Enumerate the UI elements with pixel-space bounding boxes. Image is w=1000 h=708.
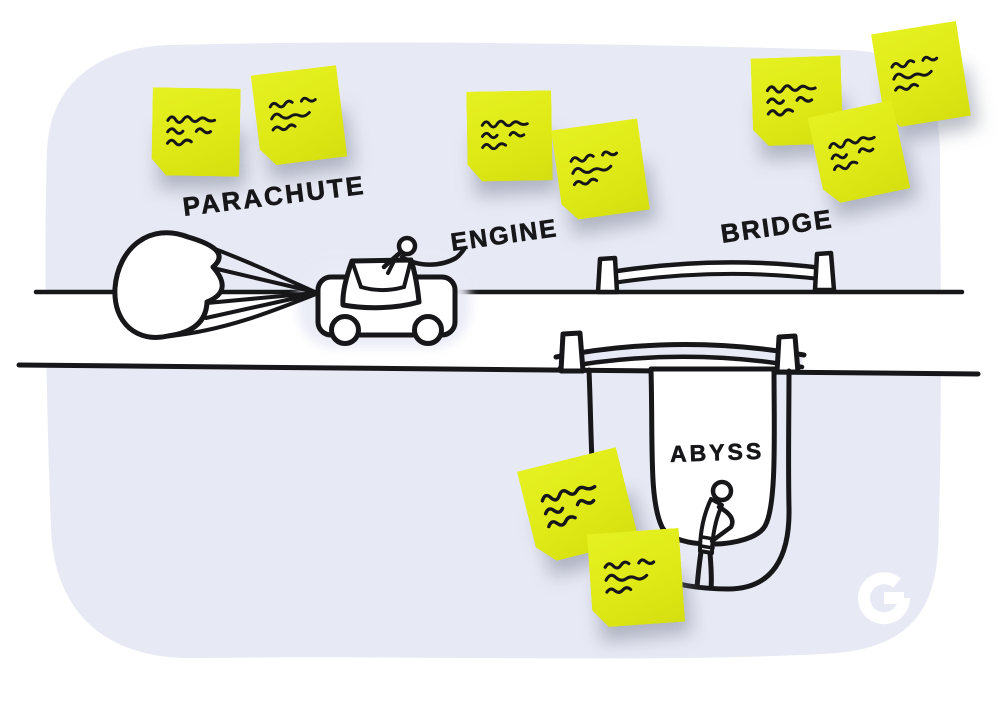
scribble-text xyxy=(261,85,335,150)
large-bridge-post-right xyxy=(774,333,801,375)
abyss-inner-pit xyxy=(648,366,777,547)
small-bridge xyxy=(595,250,837,295)
abyss-label: ABYSS xyxy=(669,437,765,467)
large-bridge xyxy=(553,330,807,375)
scribble-text xyxy=(475,108,542,165)
driver-figure xyxy=(381,235,467,275)
small-bridge-post-right xyxy=(812,250,837,293)
sticky-note-middle-1 xyxy=(466,90,560,196)
road-lower-line xyxy=(16,362,981,377)
sticky-note-middle-2 xyxy=(551,118,658,235)
sticky-note-top-right-3 xyxy=(808,100,919,219)
scribble-text xyxy=(562,138,637,204)
scribble-text xyxy=(820,120,897,189)
parachute-canopy xyxy=(112,230,225,340)
sticky-note-top-left-2 xyxy=(251,65,355,181)
car xyxy=(315,235,467,346)
sticky-note-paper xyxy=(808,100,911,206)
large-bridge-post-left xyxy=(558,330,586,374)
scribble-text xyxy=(883,41,959,110)
abyss-pit xyxy=(586,366,792,592)
sticky-note-top-left-1 xyxy=(151,87,246,190)
sticky-note-paper xyxy=(466,90,553,181)
sticky-note-paper xyxy=(587,528,685,628)
sticky-note-paper xyxy=(551,118,650,221)
car-wheel-rear xyxy=(329,314,361,346)
abyss-figure xyxy=(694,479,735,591)
sticky-note-paper xyxy=(251,65,348,167)
google-g-watermark xyxy=(858,572,911,625)
small-bridge-post-left xyxy=(595,255,620,295)
sticky-note-abyss-2 xyxy=(587,528,693,643)
sticky-note-paper xyxy=(151,87,241,177)
car-wheel-front xyxy=(412,314,444,346)
parachute-cords xyxy=(168,238,318,338)
parachute xyxy=(112,230,318,340)
scribble-text xyxy=(597,547,673,610)
car-open-hood-box xyxy=(340,257,422,311)
scribble-text xyxy=(160,105,230,161)
